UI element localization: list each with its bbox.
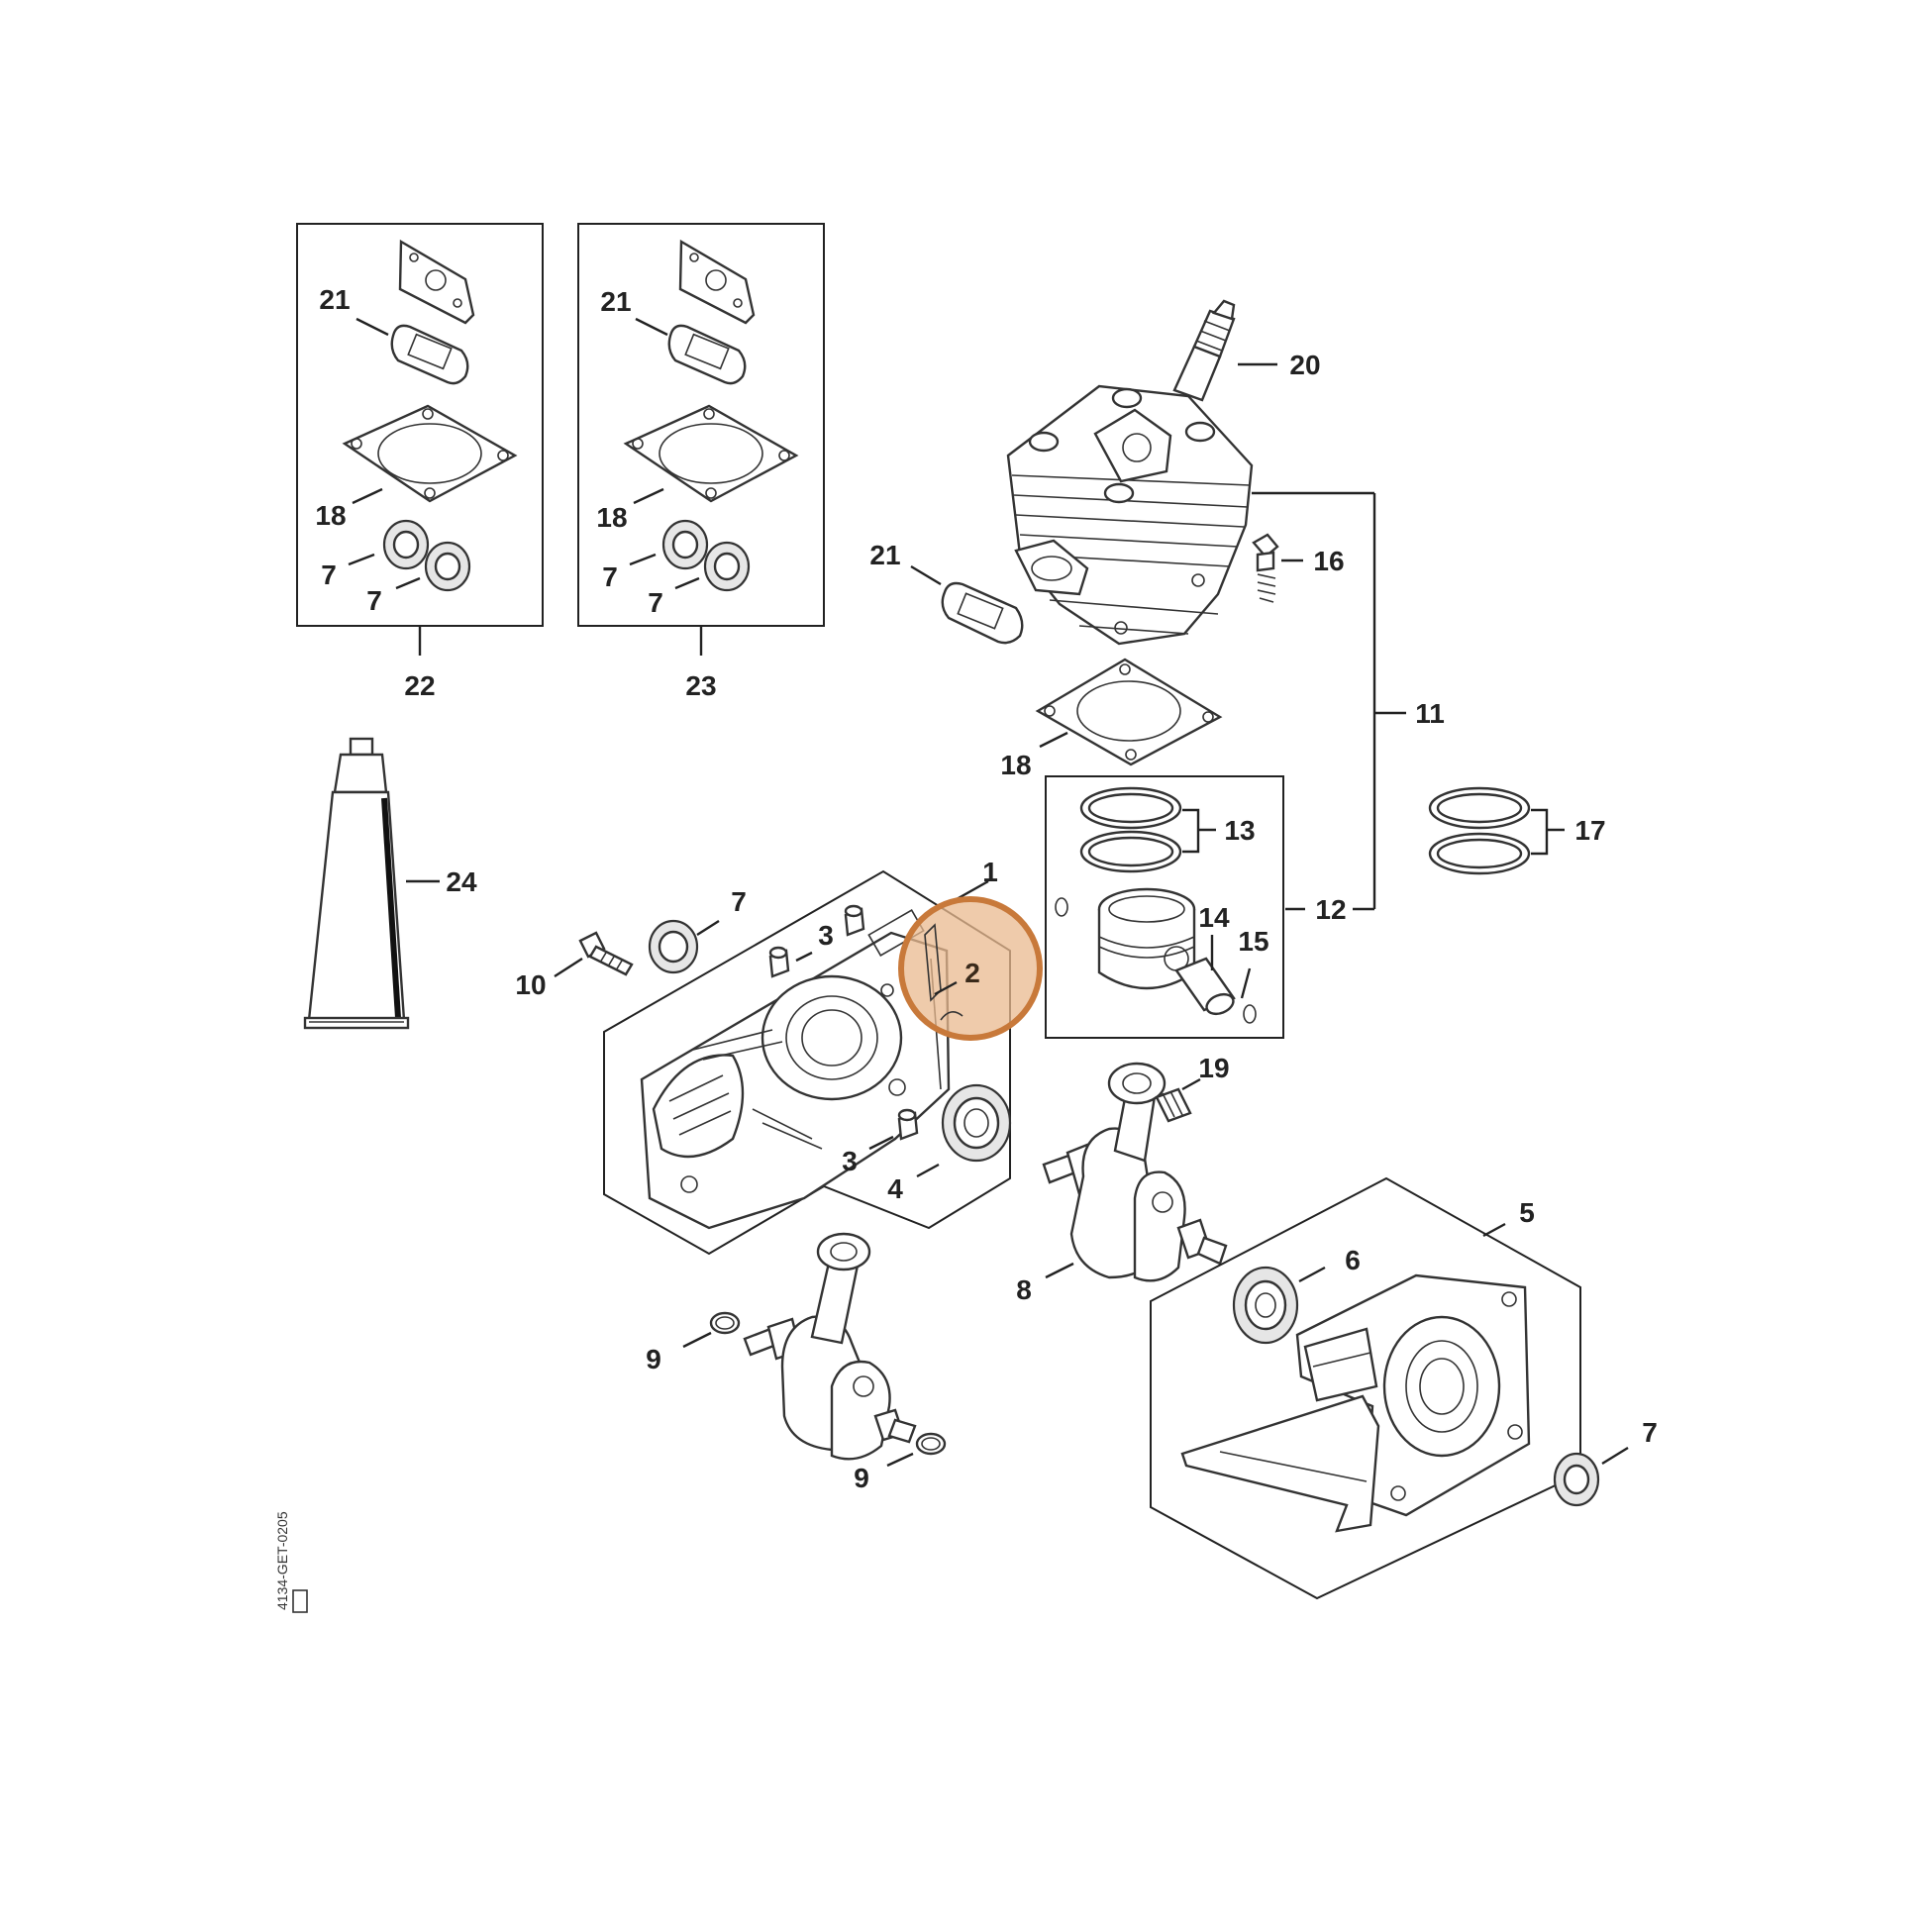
gasket-kit-22[interactable] (296, 223, 544, 656)
callout-15: 15 (1238, 926, 1268, 957)
callout-24: 24 (446, 866, 477, 897)
sealant-tube-24[interactable] (303, 737, 440, 1030)
ball-bearing-4[interactable] (916, 1083, 1012, 1178)
cylinder-gasket-18[interactable] (1035, 658, 1223, 766)
dowel-pin-3[interactable] (768, 904, 919, 1151)
callout-4: 4 (887, 1173, 903, 1204)
callout-13: 13 (1224, 815, 1255, 846)
highlight-part-2[interactable] (898, 896, 1043, 1041)
callout-17: 17 (1574, 815, 1605, 846)
callout-3-top: 3 (818, 920, 834, 951)
callout-9-top: 9 (646, 1344, 661, 1374)
callout-22: 22 (404, 670, 435, 701)
callout-16: 16 (1313, 546, 1344, 576)
callout-3-bottom: 3 (842, 1146, 858, 1176)
reference-code-text: 4134-GET-0205 (274, 1511, 290, 1610)
oil-seal-7-left[interactable] (648, 919, 720, 974)
needle-cage-19[interactable] (1155, 1077, 1201, 1123)
exhaust-gasket-21[interactable] (910, 564, 1024, 645)
callout-11: 11 (1415, 698, 1445, 729)
callout-7-kit22-a: 7 (321, 559, 337, 590)
spark-plug-20[interactable] (1172, 299, 1277, 402)
gasket-kit-23[interactable] (577, 223, 825, 656)
callout-7-kit23-b: 7 (648, 587, 663, 618)
callout-7-kit22-b: 7 (366, 585, 382, 616)
screw-10[interactable] (554, 931, 634, 978)
callout-5: 5 (1519, 1197, 1535, 1228)
reference-code: 4134-GET-0205 (274, 1511, 308, 1613)
callout-1: 1 (982, 857, 998, 887)
callout-21-main: 21 (869, 540, 900, 570)
callout-2: 2 (964, 958, 980, 988)
crankshaft-assembly-9[interactable] (682, 1232, 947, 1468)
callout-14: 14 (1198, 902, 1230, 933)
callout-7-left: 7 (731, 886, 747, 917)
crankshaft-8[interactable] (1042, 1062, 1228, 1282)
ball-bearing-6[interactable] (1232, 1266, 1326, 1345)
callout-7-right: 7 (1642, 1417, 1658, 1448)
crankcase-half-5[interactable] (1150, 1176, 1581, 1600)
callout-18-kit22: 18 (315, 500, 346, 531)
callout-18-kit23: 18 (596, 502, 627, 533)
callout-19: 19 (1198, 1053, 1229, 1083)
piston-set-12[interactable] (1045, 775, 1305, 1039)
callout-20: 20 (1289, 350, 1320, 380)
callout-7-kit23-a: 7 (602, 561, 618, 592)
decompression-valve-16[interactable] (1252, 533, 1303, 603)
cylinder[interactable] (1006, 384, 1374, 646)
callout-21-kit23: 21 (600, 286, 631, 317)
bracket-11 (1353, 493, 1406, 911)
callout-6: 6 (1345, 1245, 1361, 1275)
callout-23: 23 (685, 670, 716, 701)
callout-12: 12 (1315, 894, 1346, 925)
callout-18-main: 18 (1000, 750, 1031, 780)
leader-1 (956, 879, 989, 901)
callout-9-bottom: 9 (854, 1463, 869, 1493)
piston-rings-17[interactable] (1428, 786, 1565, 875)
callout-21-kit22: 21 (319, 284, 350, 315)
callout-8: 8 (1016, 1274, 1032, 1305)
oil-seal-7-right[interactable] (1553, 1446, 1629, 1507)
callout-10: 10 (515, 969, 546, 1000)
